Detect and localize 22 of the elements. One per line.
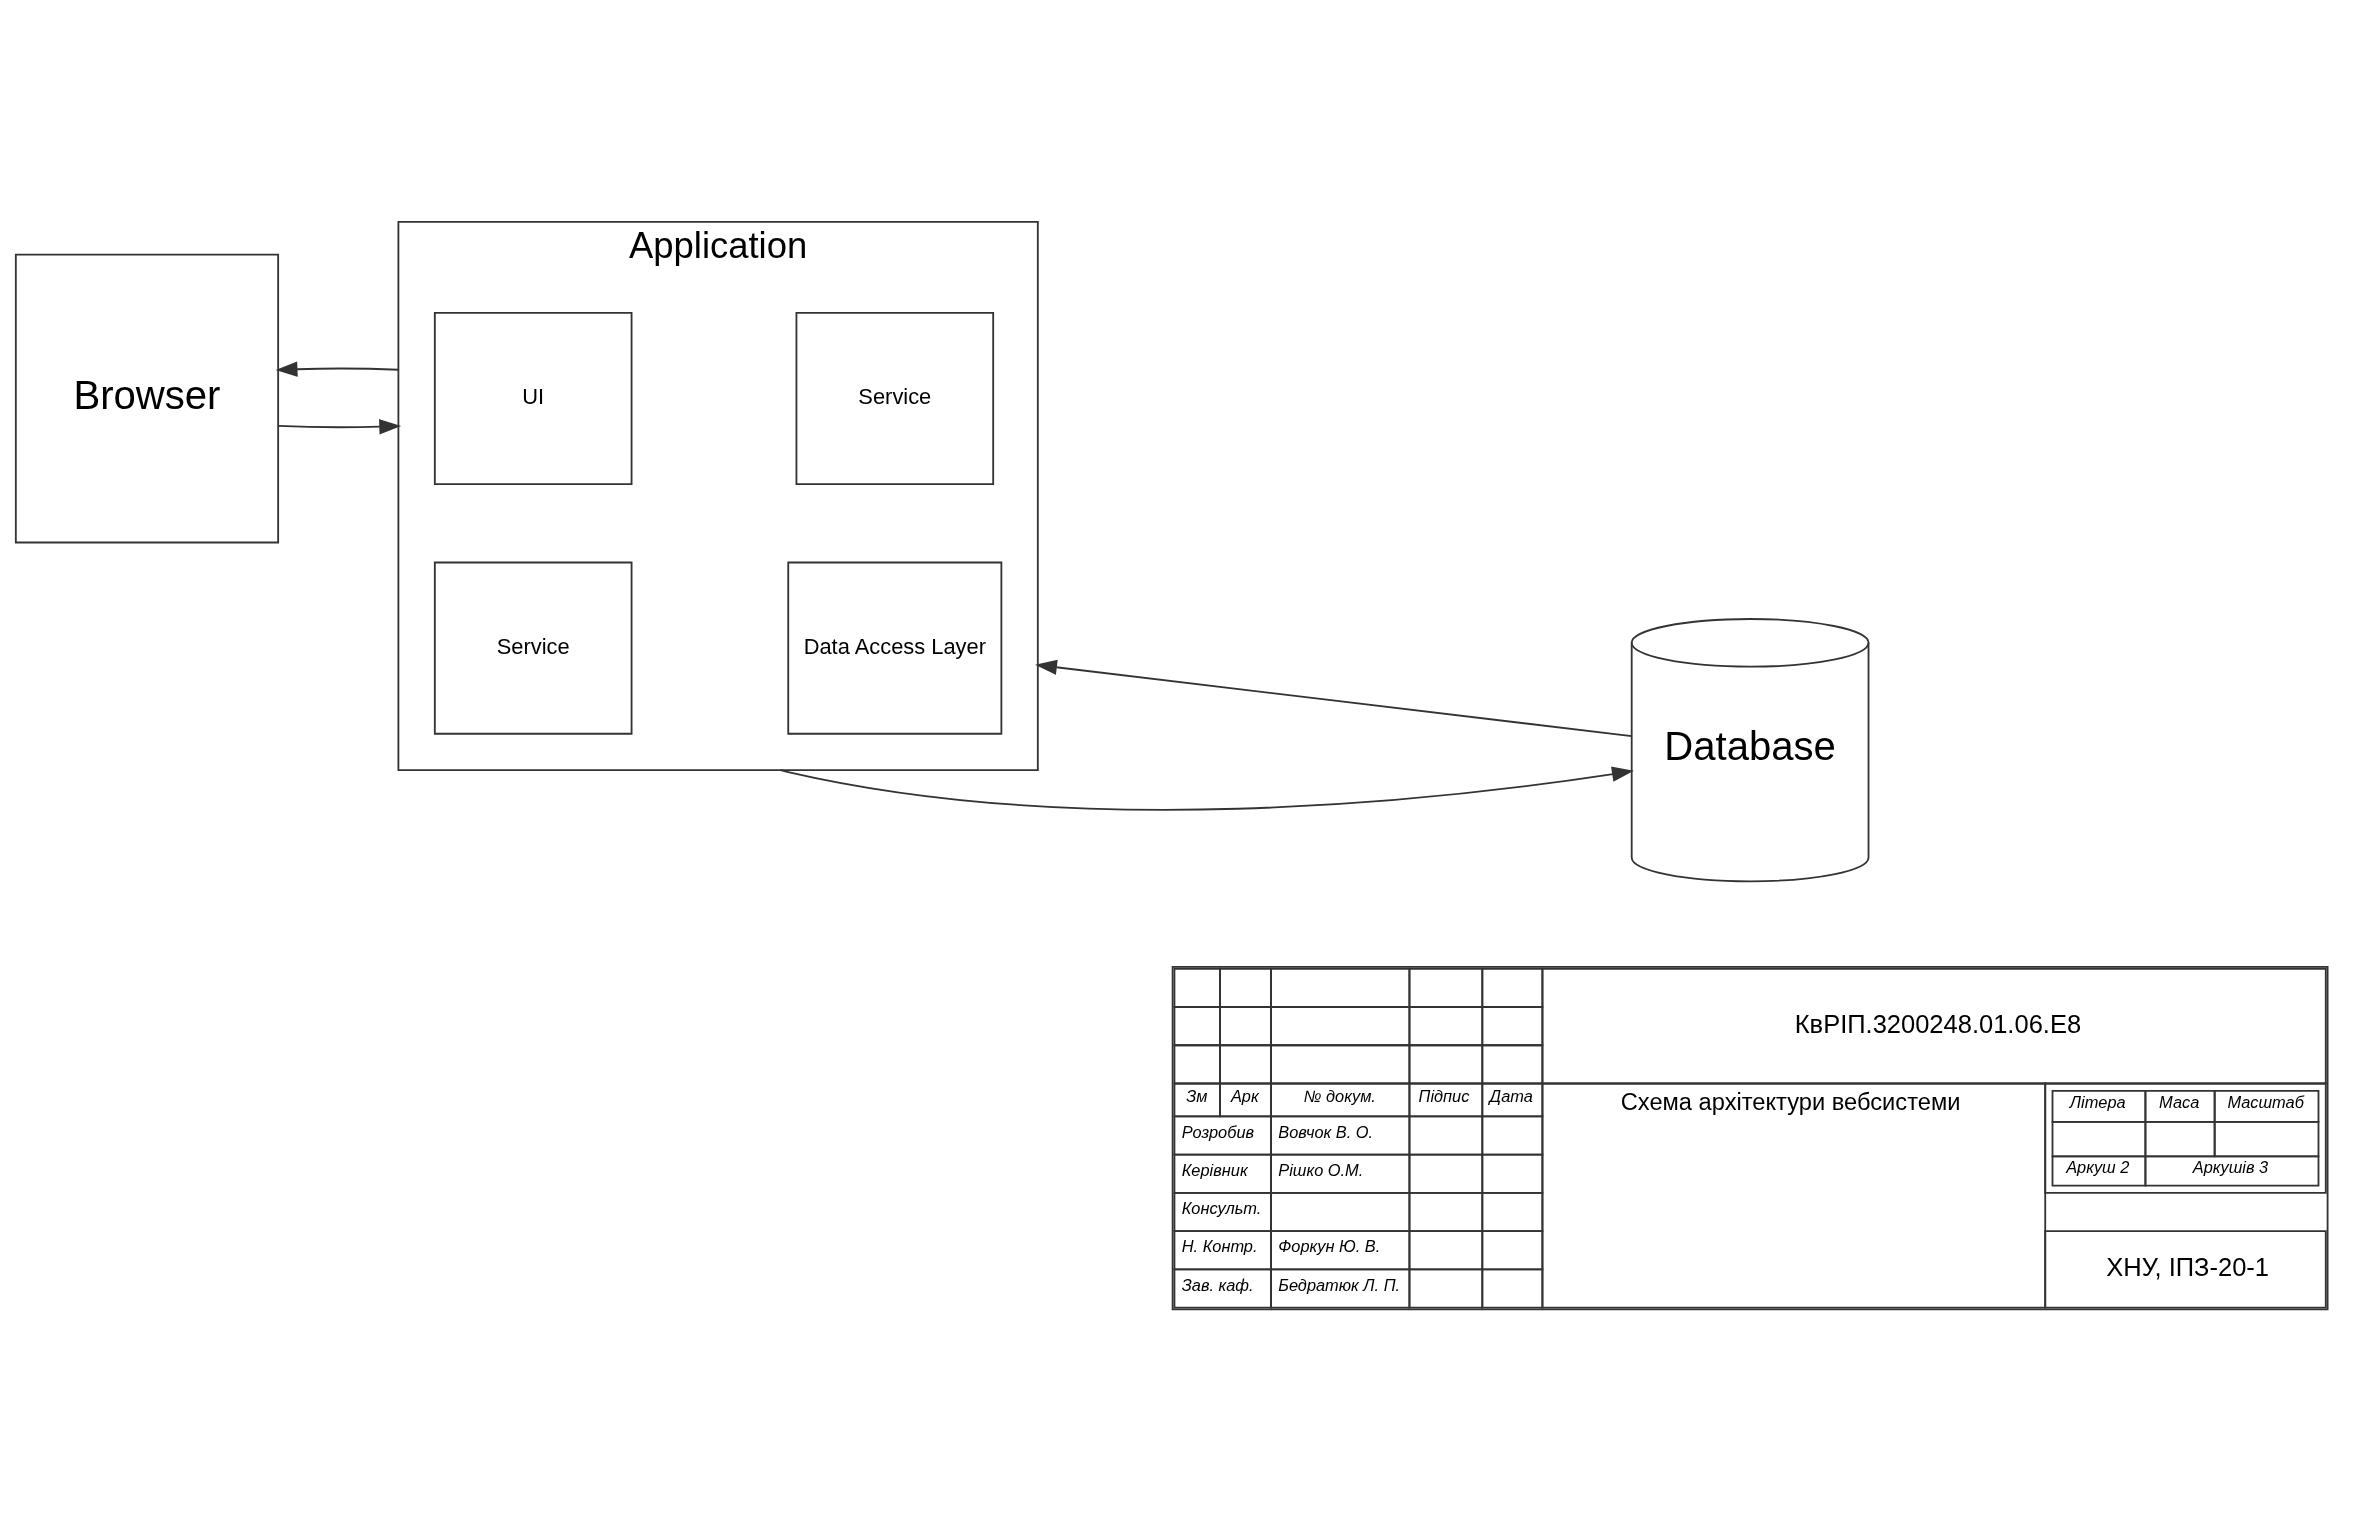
label: Форкун Ю. В.	[1278, 1237, 1381, 1256]
label: Зав. каф.	[1181, 1275, 1254, 1294]
label: Маса	[2159, 1093, 2200, 1112]
label: Масштаб	[2227, 1093, 2304, 1112]
label: Арк	[1230, 1087, 1259, 1106]
label: Бедратюк Л. П.	[1278, 1275, 1401, 1294]
label: Схема архітектури вебсистеми	[1620, 1088, 1961, 1115]
label: Аркушів 3	[2192, 1158, 2269, 1177]
label: Підпис	[1418, 1087, 1470, 1106]
label: Розробив	[1181, 1122, 1255, 1141]
label: ХНУ, ІПЗ-20-1	[2106, 1253, 2269, 1282]
label: КвРІП.3200248.01.06.Е8	[1794, 1009, 2082, 1038]
label: Дата	[1489, 1087, 1533, 1106]
label: № докум.	[1303, 1087, 1376, 1106]
label: Аркуш 2	[2066, 1158, 2130, 1177]
label: Консульт.	[1181, 1199, 1262, 1218]
label: Н. Контр.	[1181, 1237, 1258, 1256]
label: Вовчок В. О.	[1278, 1122, 1374, 1141]
label: Зм	[1186, 1087, 1208, 1106]
label: Рішко О.М.	[1278, 1160, 1364, 1179]
label: Літера	[2069, 1093, 2126, 1112]
label: Керівник	[1181, 1160, 1248, 1179]
